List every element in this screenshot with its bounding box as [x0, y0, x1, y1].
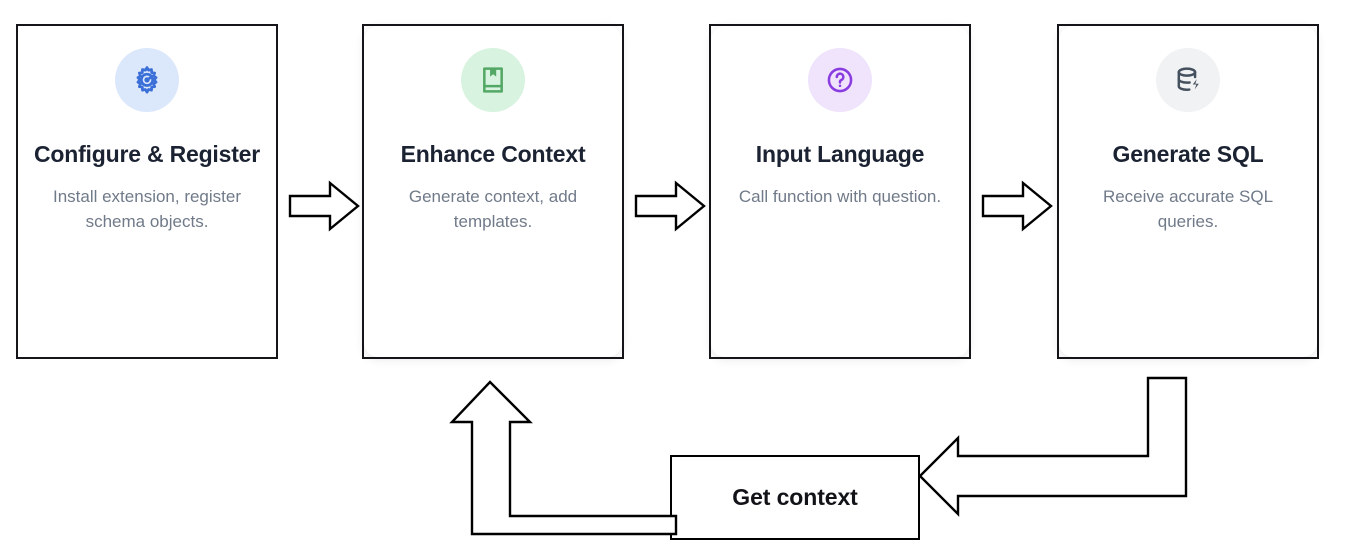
get-context-label: Get context — [732, 484, 858, 510]
step-title: Configure & Register — [33, 141, 261, 167]
step-card-body: Generate SQL Receive accurate SQL querie… — [1059, 26, 1317, 357]
step-card-generate-sql[interactable]: Generate SQL Receive accurate SQL querie… — [1057, 24, 1319, 359]
step-card-body: Configure & Register Install extension, … — [18, 26, 276, 357]
step-description: Receive accurate SQL queries. — [1102, 187, 1274, 232]
get-context-box[interactable]: Get context — [670, 455, 920, 540]
step-description: Generate context, add templates. — [408, 187, 578, 232]
step-title: Enhance Context — [400, 141, 586, 167]
step-description: Call function with question. — [738, 187, 942, 207]
step-title: Generate SQL — [1112, 141, 1264, 167]
database-bolt-icon — [1156, 48, 1220, 112]
step-card-body: Input Language Call function with questi… — [711, 26, 969, 357]
step-title: Input Language — [755, 141, 925, 167]
elbow-arrow-left-icon-step4-to-getcontext — [918, 376, 1190, 536]
elbow-arrow-up-icon-getcontext-to-step2 — [448, 376, 678, 536]
question-circle-icon — [808, 48, 872, 112]
step-card-configure-register[interactable]: Configure & Register Install extension, … — [16, 24, 278, 359]
step-description: Install extension, register schema objec… — [52, 187, 242, 232]
step-card-body: Enhance Context Generate context, add te… — [364, 26, 622, 357]
arrow-right-icon-step3-step4 — [981, 180, 1053, 232]
arrow-right-icon-step1-step2 — [288, 180, 360, 232]
gear-icon — [115, 48, 179, 112]
step-card-input-language[interactable]: Input Language Call function with questi… — [709, 24, 971, 359]
step-card-enhance-context[interactable]: Enhance Context Generate context, add te… — [362, 24, 624, 359]
book-bookmark-icon — [461, 48, 525, 112]
arrow-right-icon-step2-step3 — [634, 180, 706, 232]
